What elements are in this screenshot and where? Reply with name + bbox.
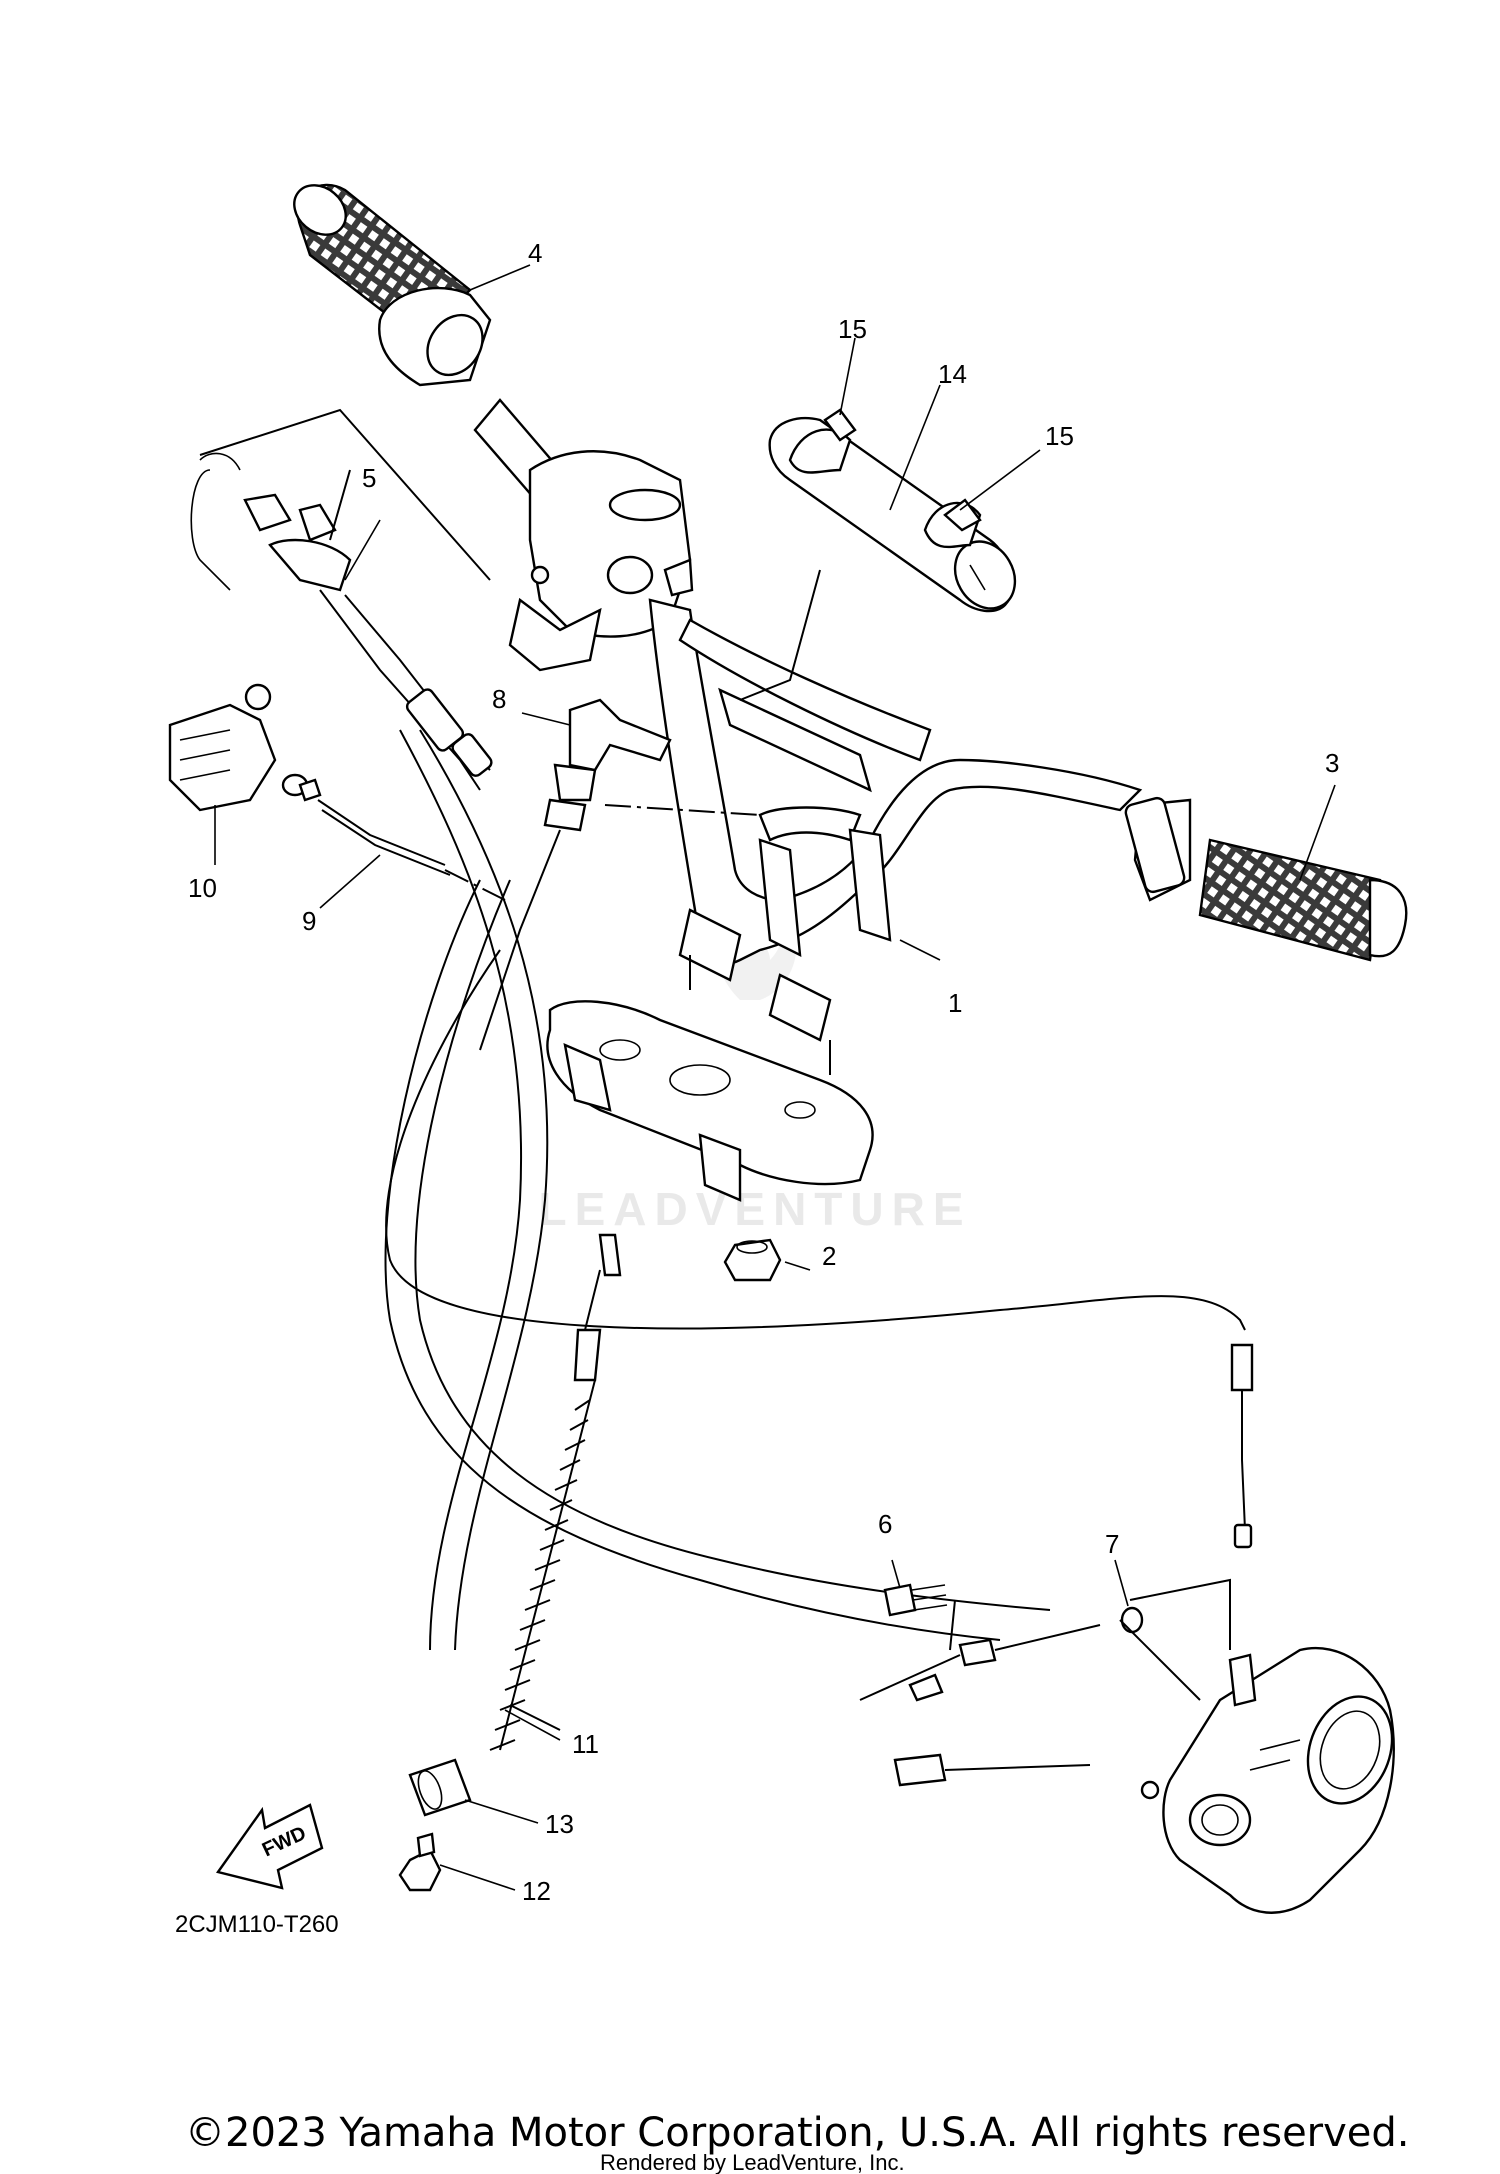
sensor-part <box>479 698 672 1051</box>
spring-part <box>489 1233 622 1751</box>
bar-pad-part <box>768 408 1017 613</box>
callout-15-left: 15 <box>838 314 867 344</box>
nut-part <box>723 1238 782 1282</box>
throttle-body-part <box>1140 1646 1395 1914</box>
callout-numbers: 1 2 3 4 5 6 7 8 9 10 11 12 13 14 15 15 <box>188 238 1339 1906</box>
callout-leaders <box>214 264 1336 1891</box>
callout-13: 13 <box>545 1809 574 1839</box>
callout-5: 5 <box>362 463 376 493</box>
collar-part <box>408 1758 472 1817</box>
o-ring-part <box>1120 1606 1144 1634</box>
callout-1: 1 <box>948 988 962 1018</box>
cap-part <box>398 1832 442 1892</box>
callout-12: 12 <box>522 1876 551 1906</box>
watermark-text: LEADVENTURE <box>538 1183 971 1235</box>
callout-4: 4 <box>528 238 542 268</box>
callout-10: 10 <box>188 873 217 903</box>
watermark: LEADVENTURE <box>538 900 971 1235</box>
callout-7: 7 <box>1105 1529 1119 1559</box>
cable-bundle-part <box>190 452 493 791</box>
small-cable-part <box>298 778 451 876</box>
throttle-cable-end-part <box>859 1624 1101 1787</box>
callout-2: 2 <box>822 1241 836 1271</box>
switch-part <box>168 683 309 812</box>
holder-part <box>678 806 892 1075</box>
callout-3: 3 <box>1325 748 1339 778</box>
callout-14: 14 <box>938 359 967 389</box>
handlebar-part <box>648 598 1143 966</box>
cables-part <box>384 729 1254 1651</box>
callout-8: 8 <box>492 684 506 714</box>
fwd-arrow-icon: FWD <box>216 1803 324 1890</box>
right-grip-part <box>1124 796 1408 962</box>
copyright-text: ©2023 Yamaha Motor Corporation, U.S.A. A… <box>185 2110 1410 2156</box>
callout-6: 6 <box>878 1509 892 1539</box>
callout-11: 11 <box>572 1729 599 1759</box>
bolt-part <box>883 1583 948 1617</box>
throttle-grip-part <box>293 183 572 511</box>
part-code: 2CJM110-T260 <box>175 1911 339 1938</box>
leader-lines <box>199 408 1231 1731</box>
callout-9: 9 <box>302 906 316 936</box>
triple-clamp-part <box>546 1000 874 1202</box>
callout-15-right: 15 <box>1045 421 1074 451</box>
rendered-by-text: Rendered by LeadVenture, Inc. <box>600 2150 905 2174</box>
